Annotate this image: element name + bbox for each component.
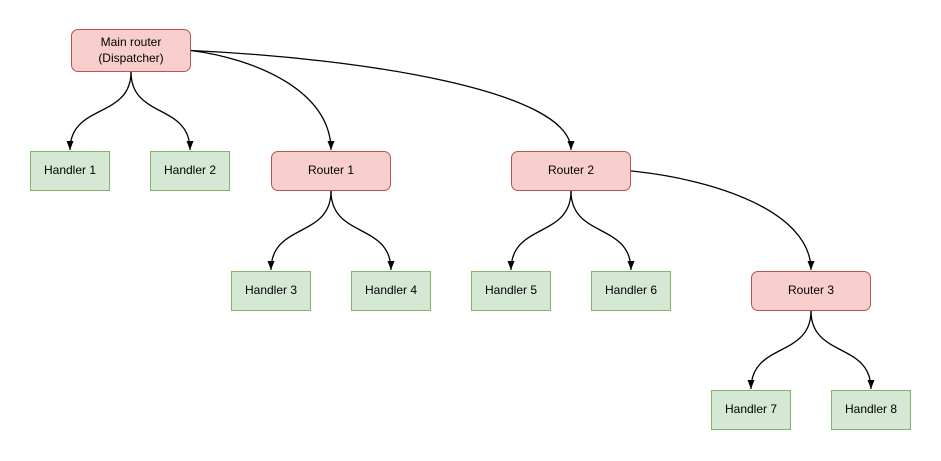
node-label: Router 2 — [547, 163, 595, 178]
node-handler-3: Handler 3 — [231, 271, 311, 311]
node-label: Handler 2 — [163, 163, 217, 178]
node-handler-2: Handler 2 — [150, 151, 230, 191]
node-label: Handler 1 — [43, 163, 97, 178]
node-router-1: Router 1 — [271, 151, 391, 191]
node-handler-5: Handler 5 — [471, 271, 551, 311]
node-label: Handler 7 — [724, 402, 778, 417]
node-label: Handler 8 — [844, 402, 898, 417]
edge-router-2-to-handler-5 — [507, 190, 572, 271]
node-handler-1: Handler 1 — [30, 151, 110, 191]
node-label: Handler 3 — [244, 283, 298, 298]
edge-main-router-to-handler-2 — [130, 71, 194, 151]
edge-router-3-to-handler-7 — [747, 310, 812, 390]
node-handler-6: Handler 6 — [591, 271, 671, 311]
node-label: Handler 5 — [484, 283, 538, 298]
node-label: Handler 6 — [604, 283, 658, 298]
node-handler-4: Handler 4 — [351, 271, 431, 311]
edge-router-1-to-handler-4 — [330, 190, 395, 271]
node-router-2: Router 2 — [511, 151, 631, 191]
edge-router-2-to-handler-6 — [570, 190, 635, 271]
node-label: Main router (Dispatcher) — [98, 34, 164, 65]
edge-main-router-to-router-1 — [190, 49, 335, 151]
node-handler-7: Handler 7 — [711, 390, 791, 430]
edge-main-router-to-router-2 — [190, 49, 575, 151]
node-handler-8: Handler 8 — [831, 390, 911, 430]
edge-router-1-to-handler-3 — [267, 190, 332, 271]
node-router-3: Router 3 — [751, 271, 871, 311]
node-label: Handler 4 — [364, 283, 418, 298]
edge-router-2-to-router-3 — [630, 170, 815, 271]
edge-main-router-to-handler-1 — [66, 71, 132, 151]
node-label: Router 1 — [307, 163, 355, 178]
node-label: Router 3 — [787, 283, 835, 298]
edge-router-3-to-handler-8 — [810, 310, 875, 390]
node-main-router: Main router (Dispatcher) — [71, 29, 191, 72]
